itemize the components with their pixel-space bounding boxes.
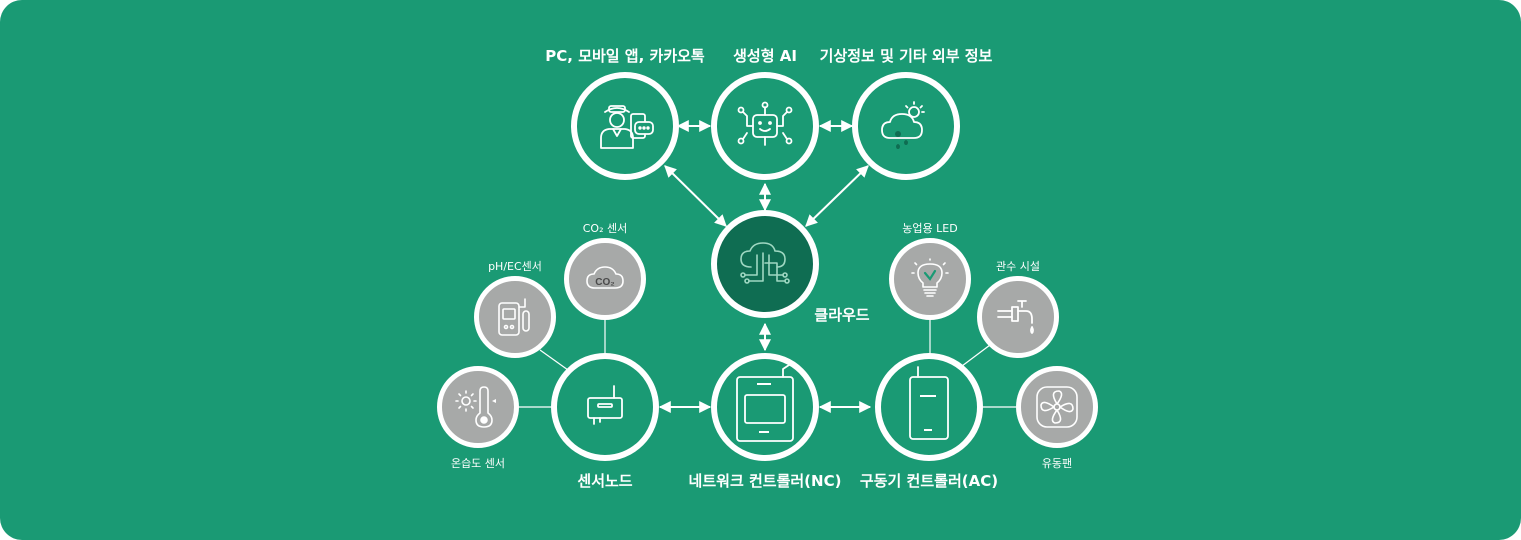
- thermometer-sun-icon: [455, 386, 496, 428]
- node-sensor-node: [551, 353, 659, 461]
- label-ph-sensor: pH/EC센서: [488, 260, 542, 273]
- cloud-circuit-icon: [740, 242, 790, 284]
- node-app: [571, 72, 679, 180]
- actuator-box-icon: [909, 366, 949, 440]
- ph-meter-icon: [498, 298, 530, 336]
- arrow-weather-cloud: [805, 165, 869, 227]
- arrow-app-cloud: [664, 165, 727, 227]
- node-weather: [852, 72, 960, 180]
- node-ph-sensor: [474, 276, 556, 358]
- line-faucet-ac: [961, 344, 991, 367]
- label-actuator-controller: 구동기 컨트롤러(AC): [859, 472, 999, 490]
- label-temp-humidity-sensor: 온습도 센서: [450, 457, 506, 470]
- node-actuator-controller: [875, 353, 983, 461]
- farmer-phone-icon: [600, 105, 654, 149]
- node-network-controller: [711, 353, 819, 461]
- label-cloud: 클라우드: [814, 306, 870, 324]
- label-network-controller: 네트워크 컨트롤러(NC): [688, 472, 842, 490]
- node-temp-humidity-sensor: [437, 366, 519, 448]
- node-fan: [1016, 366, 1098, 448]
- node-cloud: [711, 210, 819, 318]
- label-fan: 유동팬: [1041, 457, 1073, 470]
- label-ai: 생성형 AI: [733, 47, 797, 65]
- node-co2-sensor: CO₂: [564, 238, 646, 320]
- label-led: 농업용 LED: [902, 222, 958, 235]
- label-co2-sensor: CO₂ 센서: [582, 222, 628, 235]
- line-ph-node: [539, 349, 569, 371]
- node-ai: [711, 72, 819, 180]
- faucet-icon: [997, 300, 1034, 334]
- led-bulb-icon: [911, 258, 949, 297]
- label-sensor-node: 센서노드: [577, 472, 633, 490]
- co2-badge: CO₂: [595, 277, 614, 288]
- node-led: [889, 238, 971, 320]
- label-app: PC, 모바일 앱, 카카오톡: [545, 47, 705, 65]
- sensor-box-icon: [587, 385, 623, 425]
- co2-cloud-icon: CO₂: [586, 266, 624, 289]
- weather-cloud-icon: [881, 101, 925, 149]
- robot-ai-icon: [737, 101, 793, 146]
- label-weather: 기상정보 및 기타 외부 정보: [819, 47, 993, 65]
- fan-icon: [1036, 386, 1078, 428]
- label-irrigation: 관수 시설: [996, 260, 1040, 273]
- node-irrigation: [977, 276, 1059, 358]
- controller-box-icon: [736, 364, 794, 442]
